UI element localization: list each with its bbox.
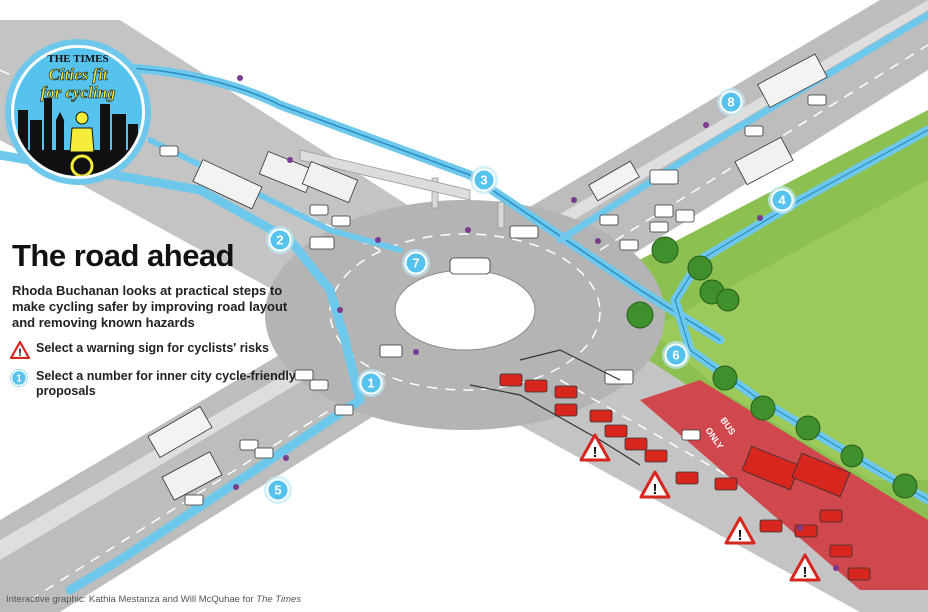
warning-sign-glyph: !	[803, 564, 808, 581]
logo-title-line2: for cycling	[40, 83, 116, 102]
warning-sign-2[interactable]: !	[639, 470, 671, 499]
proposal-badge-3[interactable]: 3	[470, 166, 498, 194]
standfirst: Rhoda Buchanan looks at practical steps …	[12, 283, 288, 330]
warning-sign-3[interactable]: !	[724, 516, 756, 545]
cycle-lane-ne	[556, 11, 928, 244]
warning-sign-4[interactable]: !	[789, 553, 821, 582]
bridge-supports	[299, 149, 505, 229]
svg-text:1: 1	[16, 374, 22, 385]
proposal-badge-5[interactable]: 5	[264, 476, 292, 504]
proposal-badge-8[interactable]: 8	[717, 88, 745, 116]
legend-number-text: Select a number for inner city cycle-fri…	[36, 369, 296, 398]
warning-sign-1[interactable]: !	[579, 433, 611, 462]
proposal-badge-label: 8	[727, 95, 734, 110]
legend-warning-text: Select a warning sign for cyclists' risk…	[36, 341, 269, 355]
credit-publication: The Times	[256, 594, 302, 605]
trees	[626, 192, 918, 499]
legend-number: 1 Select a number for inner city cycle-f…	[10, 369, 296, 399]
warning-signs: !!!!	[579, 433, 821, 582]
proposal-badge-label: 7	[412, 256, 419, 271]
proposal-badge-label: 1	[367, 376, 374, 391]
railings	[469, 349, 641, 466]
headline: The road ahead	[12, 238, 235, 273]
warning-sign-glyph: !	[738, 527, 743, 544]
legend-warning: ! Select a warning sign for cyclists' ri…	[10, 341, 296, 359]
vehicles	[147, 53, 871, 581]
credit-line: Interactive graphic: Kathia Mestanza and…	[6, 594, 302, 605]
proposal-badge-label: 3	[480, 173, 487, 188]
logo-title-line1: Cities fit	[48, 65, 108, 84]
proposal-badges: 1 2 3 4 5 6 7 8	[264, 88, 796, 504]
number-circle-icon: 1	[10, 369, 28, 387]
svg-text:!: !	[18, 347, 22, 359]
warning-sign-glyph: !	[593, 444, 598, 461]
proposal-badge-label: 5	[274, 483, 281, 498]
logo-masthead: THE TIMES	[47, 53, 108, 65]
proposal-badge-6[interactable]: 6	[662, 341, 690, 369]
cyclists	[233, 75, 839, 571]
proposal-badge-4[interactable]: 4	[768, 186, 796, 214]
proposal-badge-label: 4	[778, 193, 786, 208]
times-logo: THE TIMES Cities fit for cycling	[5, 39, 151, 185]
proposal-badge-label: 6	[672, 348, 679, 363]
warning-sign-glyph: !	[653, 481, 658, 498]
proposal-badge-7[interactable]: 7	[402, 249, 430, 277]
cyclist-silhouette-icon	[69, 111, 95, 176]
proposal-badge-1[interactable]: 1	[357, 369, 385, 397]
proposal-badge-label: 2	[276, 233, 283, 248]
roundabout-island	[394, 269, 536, 351]
warning-triangle-icon: !	[10, 341, 30, 359]
cycle-lane-sw	[65, 335, 365, 595]
proposal-badge-2[interactable]: 2	[266, 226, 294, 254]
